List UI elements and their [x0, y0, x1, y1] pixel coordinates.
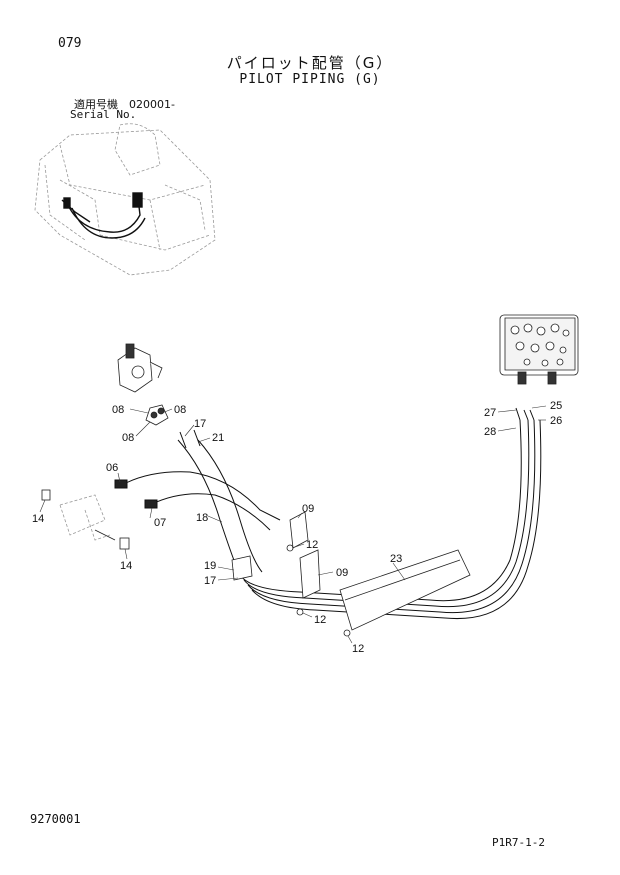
page-title-japanese: パイロット配管（G）	[226, 54, 394, 72]
callout-21: 21	[212, 432, 224, 444]
overview-pilot-hoses	[61, 192, 146, 239]
document-code: 9270001	[30, 812, 81, 826]
pilot-valve-block	[499, 314, 579, 385]
callout-28: 28	[484, 426, 496, 438]
sheet-code: P1R7-1-2	[492, 836, 545, 849]
machine-overview-illustration	[34, 123, 216, 276]
callout-23: 23	[390, 553, 402, 565]
callout-25: 25	[550, 400, 562, 412]
shutoff-valve-assembly	[117, 343, 169, 426]
hose-brackets	[231, 511, 471, 631]
callout-18: 18	[196, 512, 208, 524]
callout-labels: 08 08 08 17 21 06 14 07 18 14 09 12 19 1…	[32, 400, 562, 655]
leader-lines	[39, 405, 547, 644]
callout-14: 14	[120, 560, 132, 572]
callout-12: 12	[352, 643, 364, 655]
callout-08: 08	[112, 404, 124, 416]
callout-12: 12	[314, 614, 326, 626]
pressure-switch-bracket	[59, 494, 111, 541]
page-title-english: PILOT PIPING (G)	[239, 72, 381, 87]
serial-label-english: Serial No.	[70, 108, 137, 121]
page-number: 079	[58, 36, 82, 51]
callout-08: 08	[174, 404, 186, 416]
serial-label-japanese: 適用号機 020001-	[74, 98, 175, 111]
callout-12: 12	[306, 539, 318, 551]
callout-27: 27	[484, 407, 496, 419]
callout-17: 17	[194, 418, 206, 430]
callout-14: 14	[32, 513, 44, 525]
pressure-switches	[41, 489, 130, 550]
callout-08: 08	[122, 432, 134, 444]
bolts	[286, 544, 351, 637]
callout-06: 06	[106, 462, 118, 474]
callout-19: 19	[204, 560, 216, 572]
callout-17: 17	[204, 575, 216, 587]
pilot-hose-bundle	[114, 407, 542, 620]
callout-26: 26	[550, 415, 562, 427]
callout-07: 07	[154, 517, 166, 529]
callout-09: 09	[336, 567, 348, 579]
callout-09: 09	[302, 503, 314, 515]
